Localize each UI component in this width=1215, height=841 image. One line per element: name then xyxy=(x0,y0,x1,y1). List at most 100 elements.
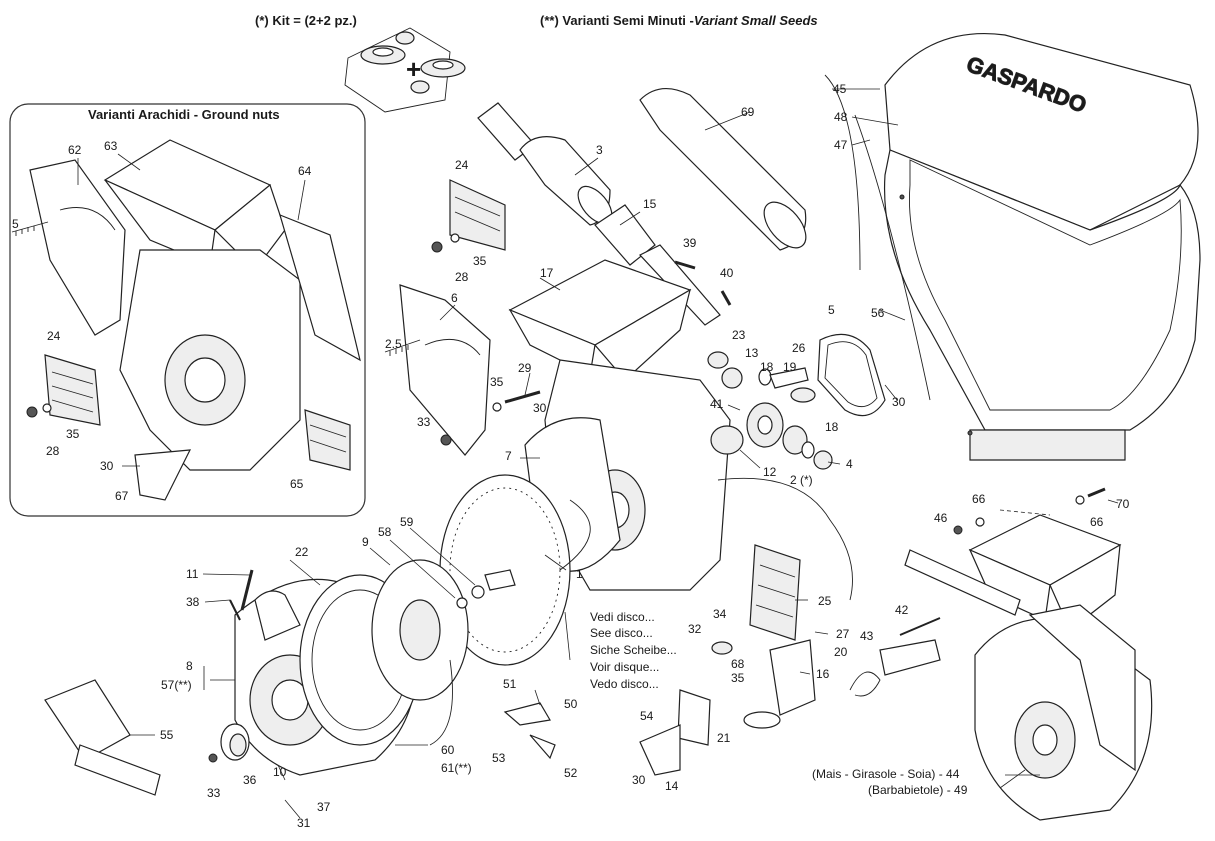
callout-14: 14 xyxy=(665,779,679,793)
callout-30c: 30 xyxy=(632,773,646,787)
callout-53: 53 xyxy=(492,751,506,765)
groundnut-box-title: Varianti Arachidi - Ground nuts xyxy=(88,107,280,122)
callout-18a: 18 xyxy=(760,360,774,374)
callout-70: 70 xyxy=(1116,497,1130,511)
callout-68: 68 xyxy=(731,657,745,671)
callout-15: 15 xyxy=(643,197,657,211)
callout-51: 51 xyxy=(503,677,517,691)
callout-26: 26 xyxy=(792,341,806,355)
callout-66b: 66 xyxy=(1090,515,1104,529)
seeding-unit-variant xyxy=(904,487,1153,821)
callout-4: 4 xyxy=(846,457,853,471)
callout-6: 6 xyxy=(451,291,458,305)
callout-32: 32 xyxy=(688,622,702,636)
callout-18b: 18 xyxy=(825,420,839,434)
hopper-variant-note-2: (Barbabietole) - 49 xyxy=(868,783,968,797)
callout-36: 36 xyxy=(243,773,257,787)
callout-35-gn: 35 xyxy=(66,427,80,441)
callout-13: 13 xyxy=(745,346,759,360)
callout-9: 9 xyxy=(362,535,369,549)
callout-1: 1 xyxy=(576,567,583,581)
callout-41: 41 xyxy=(710,397,724,411)
callout-35c: 35 xyxy=(731,671,745,685)
callout-30a: 30 xyxy=(533,401,547,415)
callout-24-gn: 24 xyxy=(47,329,61,343)
callout-66a: 66 xyxy=(972,492,986,506)
see-disc-note-de: Siche Scheibe... xyxy=(590,643,677,657)
see-disc-note-en: See disco... xyxy=(590,626,653,640)
callout-67: 67 xyxy=(115,489,129,503)
callout-28-gn: 28 xyxy=(46,444,60,458)
transmission-parts xyxy=(707,333,886,470)
callout-16: 16 xyxy=(816,667,830,681)
drive-shaft-assembly xyxy=(477,88,807,326)
callout-58: 58 xyxy=(378,525,392,539)
see-disc-note-it: Vedi disco... xyxy=(590,610,655,624)
variant-note-prefix: (**) Varianti Semi Minuti - xyxy=(540,13,694,28)
see-disc-note-fr: Voir disque... xyxy=(590,660,659,674)
callout-24: 24 xyxy=(455,158,469,172)
callout-33b: 33 xyxy=(207,786,221,800)
callout-20: 20 xyxy=(834,645,848,659)
callout-31: 31 xyxy=(297,816,311,830)
callout-54: 54 xyxy=(640,709,654,723)
callout-62: 62 xyxy=(68,143,82,157)
callout-22: 22 xyxy=(295,545,309,559)
callout-5: 5 xyxy=(828,303,835,317)
callout-35a: 35 xyxy=(473,254,487,268)
main-hopper: GASPARDO xyxy=(883,33,1201,461)
callout-30-gn: 30 xyxy=(100,459,114,473)
callout-52: 52 xyxy=(564,766,578,780)
see-disc-note-es: Vedo disco... xyxy=(590,677,659,691)
variant-note: (**) Varianti Semi Minuti -Variant Small… xyxy=(540,13,818,28)
callout-47: 47 xyxy=(834,138,848,152)
leader-lines xyxy=(130,74,1119,819)
callout-59: 59 xyxy=(400,515,414,529)
see-disc-notes: Vedi disco... See disco... Siche Scheibe… xyxy=(590,610,677,691)
callout-56: 56 xyxy=(871,306,885,320)
callout-64: 64 xyxy=(298,164,312,178)
callout-42: 42 xyxy=(895,603,909,617)
callout-65: 65 xyxy=(290,477,304,491)
kit-gears-illustration: + xyxy=(344,27,466,113)
callout-5-gn: 5 xyxy=(12,217,19,231)
callout-38: 38 xyxy=(186,595,200,609)
variant-note-italic: Variant Small Seeds xyxy=(694,13,818,28)
callout-57: 57(**) xyxy=(161,678,192,692)
callout-17: 17 xyxy=(540,266,554,280)
kit-plus-symbol: + xyxy=(406,54,421,84)
callout-35b: 35 xyxy=(490,375,504,389)
callout-25: 25 xyxy=(818,594,832,608)
callout-10: 10 xyxy=(273,765,287,779)
callout-45: 45 xyxy=(833,82,847,96)
callout-3: 3 xyxy=(596,143,603,157)
callout-40: 40 xyxy=(720,266,734,280)
callout-60: 60 xyxy=(441,743,455,757)
groundnut-variant-box: Varianti Arachidi - Ground nuts 62 63 64… xyxy=(9,103,366,517)
callout-43: 43 xyxy=(860,629,874,643)
metering-cover xyxy=(44,559,485,796)
hopper-variant-note-1: (Mais - Girasole - Soia) - 44 xyxy=(812,767,960,781)
callout-2: 2 xyxy=(790,473,797,487)
callout-55: 55 xyxy=(160,728,174,742)
gap-comb-marks xyxy=(11,221,421,356)
callout-numbers: 45 48 47 69 3 15 39 40 24 35 28 17 6 2.5… xyxy=(160,82,1130,830)
callout-11: 11 xyxy=(186,567,199,581)
callout-34: 34 xyxy=(713,607,727,621)
small-brackets xyxy=(503,544,941,776)
callout-30b: 30 xyxy=(892,395,906,409)
callout-12: 12 xyxy=(763,465,777,479)
callout-8: 8 xyxy=(186,659,193,673)
callout-46: 46 xyxy=(934,511,948,525)
kit-note: (*) Kit = (2+2 pz.) xyxy=(255,13,357,28)
callout-27: 27 xyxy=(836,627,850,641)
callout-7: 7 xyxy=(505,449,512,463)
callout-19: 19 xyxy=(783,360,797,374)
callout-61: 61(**) xyxy=(441,761,472,775)
callout-69: 69 xyxy=(741,105,755,119)
callout-37: 37 xyxy=(317,800,331,814)
callout-33a: 33 xyxy=(417,415,431,429)
callout-48: 48 xyxy=(834,110,848,124)
callout-21: 21 xyxy=(717,731,731,745)
